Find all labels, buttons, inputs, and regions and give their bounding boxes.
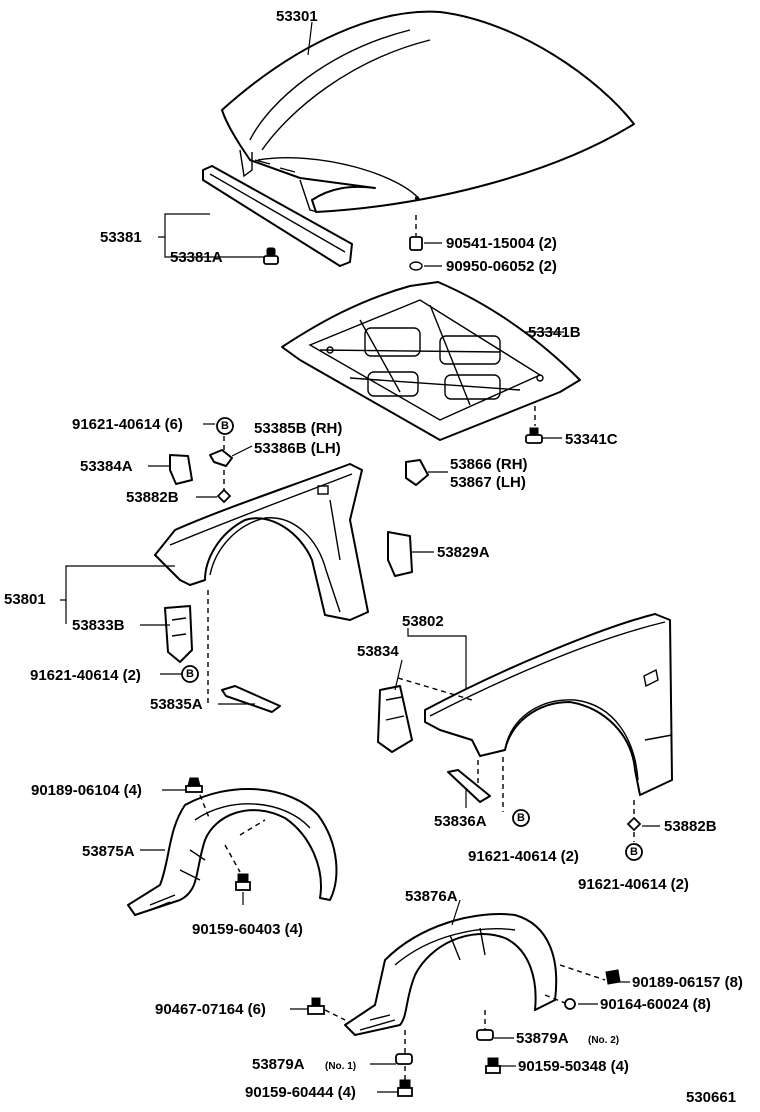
- label-cushion: 90541-15004 (2): [446, 235, 557, 252]
- screw-90189-06157-icon: [605, 969, 621, 985]
- seal-clip-icon: [209, 449, 233, 467]
- label-fender-rh: 53802: [402, 613, 444, 630]
- bracket-53834: [377, 685, 413, 753]
- seal-53829a: [387, 531, 413, 577]
- label-hood-seal-clip: 53381A: [170, 249, 223, 266]
- svg-text:B: B: [517, 812, 525, 824]
- label-bracket-a: 53384A: [80, 458, 133, 475]
- label-cushion-b-right: 53882B: [664, 818, 717, 835]
- label-bolt-2-left: 91621-40614 (2): [30, 667, 141, 684]
- label-bolt-2-right: 91621-40614 (2): [578, 876, 689, 893]
- figure-number: 530661: [686, 1089, 736, 1106]
- hood-insulator-53341b: [281, 281, 581, 441]
- label-clip-467: 90467-07164 (6): [155, 1001, 266, 1018]
- svg-text:B: B: [630, 846, 638, 858]
- label-screw-157: 90189-06157 (8): [632, 974, 743, 991]
- clip-53879a-no2-icon: [476, 1029, 494, 1041]
- cushion-53882b-icon: [216, 488, 232, 504]
- bracket-53384a: [169, 454, 193, 485]
- label-fender-lh-set: 53801: [4, 591, 46, 608]
- svg-text:B: B: [221, 420, 229, 432]
- label-seal-lh: 53386B (LH): [254, 440, 341, 457]
- leader-lines: [60, 21, 660, 1093]
- label-bracket-836a: 53836A: [434, 813, 487, 830]
- label-bracket-833b: 53833B: [72, 617, 125, 634]
- bolt-b-icon: B: [181, 665, 199, 683]
- screw-90159-60444-icon: [397, 1079, 413, 1097]
- label-clip-879a-no1: 53879A: [252, 1056, 305, 1073]
- label-no1: (No. 1): [325, 1061, 356, 1072]
- bolt-b-icon: B: [625, 843, 643, 861]
- label-screw-403: 90159-60403 (4): [192, 921, 303, 938]
- hood-seal-53381: [202, 165, 353, 267]
- label-screw-104: 90189-06104 (4): [31, 782, 142, 799]
- label-bracket-835a: 53835A: [150, 696, 203, 713]
- label-screw-444: 90159-60444 (4): [245, 1084, 356, 1101]
- clip-90467-07164-icon: [307, 997, 325, 1015]
- label-clip-lh: 53867 (LH): [450, 474, 526, 491]
- screw-90159-50348-icon: [485, 1057, 501, 1074]
- label-liner-right: 53876A: [405, 888, 458, 905]
- bracket-53833b: [164, 605, 193, 663]
- hood-panel: [221, 10, 635, 213]
- label-hood: 53301: [276, 8, 318, 25]
- clip-53381a-icon: [263, 247, 279, 265]
- label-cushion-b: 53882B: [126, 489, 179, 506]
- label-nut-164: 90164-60024 (8): [600, 996, 711, 1013]
- screw-90159-60403-icon: [235, 873, 251, 891]
- clip-53879a-no1-icon: [395, 1053, 413, 1065]
- bolt-b-icon: B: [512, 809, 530, 827]
- part-labels: 53301 53381 53381A 90541-15004 (2) 90950…: [4, 8, 743, 1106]
- label-clip-rh: 53866 (RH): [450, 456, 528, 473]
- label-hood-seal-set: 53381: [100, 229, 142, 246]
- label-screw-348: 90159-50348 (4): [518, 1058, 629, 1075]
- label-clip-879a-no2: 53879A: [516, 1030, 569, 1047]
- clip-53341c-icon: [525, 406, 543, 444]
- liner-53875a: [127, 788, 338, 916]
- svg-text:B: B: [186, 668, 194, 680]
- cushion-53882b-icon: [626, 816, 642, 832]
- label-seal-829a: 53829A: [437, 544, 490, 561]
- cushion-icon: [409, 215, 423, 271]
- label-bolt-6: 91621-40614 (6): [72, 416, 183, 433]
- bolt-b-icon: B: [216, 417, 234, 435]
- label-insulator-clip: 53341C: [565, 431, 618, 448]
- clip-53866-icon: [405, 459, 429, 486]
- bracket-53835a: [221, 685, 281, 713]
- liner-53876a: [344, 913, 558, 1036]
- bracket-53836a: [447, 769, 491, 803]
- fender-lh-53801: [154, 463, 369, 621]
- screw-90189-06104-icon: [185, 777, 203, 793]
- label-seal-rh: 53385B (RH): [254, 420, 342, 437]
- label-hood-insulator: 53341B: [528, 324, 581, 341]
- label-bolt-2-mid: 91621-40614 (2): [468, 848, 579, 865]
- label-liner-left: 53875A: [82, 843, 135, 860]
- fender-rh-53802: [424, 613, 673, 796]
- label-bracket-834: 53834: [357, 643, 399, 660]
- label-cushion-washer: 90950-06052 (2): [446, 258, 557, 275]
- nut-90164-60024-icon: [564, 998, 576, 1010]
- label-no2: (No. 2): [588, 1035, 619, 1046]
